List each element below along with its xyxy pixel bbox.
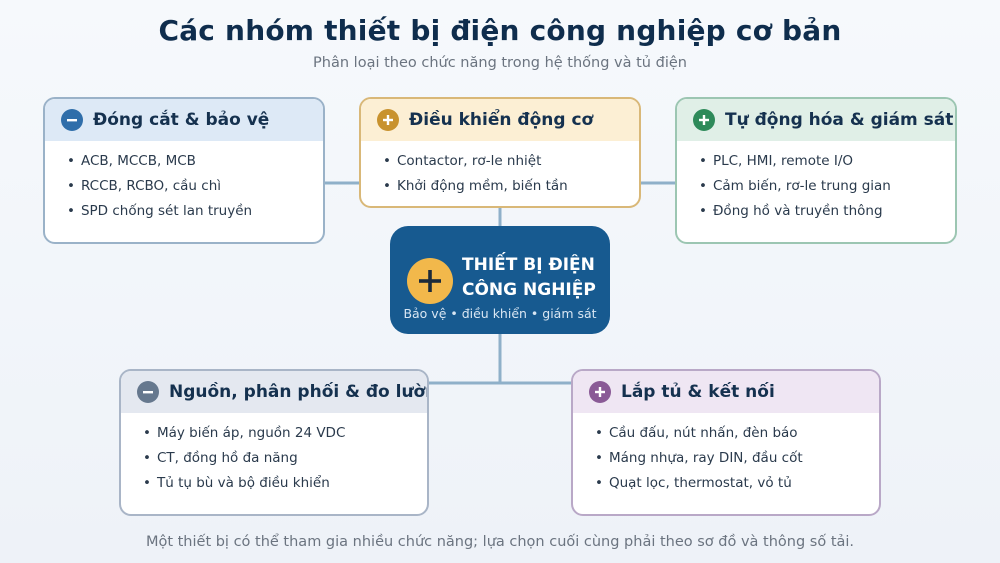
group-title: Tự động hóa & giám sát: [725, 110, 954, 130]
group-header: Đóng cắt & bảo vệ: [45, 99, 323, 141]
list-item: Tủ tụ bù và bộ điều khiển: [143, 471, 427, 496]
list-item: Khởi động mềm, biến tần: [383, 174, 639, 199]
list-item: Cầu đấu, nút nhấn, đèn báo: [595, 421, 879, 446]
footer-note: Một thiết bị có thể tham gia nhiều chức …: [145, 534, 855, 550]
list-item: Quạt lọc, thermostat, vỏ tủ: [595, 471, 879, 496]
minus-icon: [137, 381, 159, 403]
group-item-list: Contactor, rơ-le nhiệt Khởi động mềm, bi…: [361, 141, 639, 199]
page-title: Các nhóm thiết bị điện công nghiệp cơ bả…: [158, 14, 842, 47]
list-item: PLC, HMI, remote I/O: [699, 149, 955, 174]
group-header: Tự động hóa & giám sát: [677, 99, 955, 141]
plus-icon: [589, 381, 611, 403]
group-header: Lắp tủ & kết nối: [573, 371, 879, 413]
group-card-motor-control: Điều khiển động cơ Contactor, rơ-le nhiệ…: [359, 97, 641, 208]
plus-icon: [407, 258, 453, 304]
list-item: Contactor, rơ-le nhiệt: [383, 149, 639, 174]
list-item: Đồng hồ và truyền thông: [699, 199, 955, 224]
plus-icon: [377, 109, 399, 131]
group-title: Nguồn, phân phối & đo lường: [169, 382, 429, 402]
group-title: Lắp tủ & kết nối: [621, 382, 775, 402]
list-item: CT, đồng hồ đa năng: [143, 446, 427, 471]
group-title: Đóng cắt & bảo vệ: [93, 110, 270, 130]
list-item: Máng nhựa, ray DIN, đầu cốt: [595, 446, 879, 471]
plus-icon: [693, 109, 715, 131]
group-card-power-distribution: Nguồn, phân phối & đo lường Máy biến áp,…: [119, 369, 429, 516]
hub-title-line2: CÔNG NGHIỆP: [462, 280, 596, 300]
group-item-list: ACB, MCCB, MCB RCCB, RCBO, cầu chì SPD c…: [45, 141, 323, 224]
hub-title-line1: THIẾT BỊ ĐIỆN: [462, 255, 595, 275]
list-item: Máy biến áp, nguồn 24 VDC: [143, 421, 427, 446]
list-item: ACB, MCCB, MCB: [67, 149, 323, 174]
hub-caption: Bảo vệ • điều khiển • giám sát: [403, 306, 597, 321]
group-item-list: Máy biến áp, nguồn 24 VDC CT, đồng hồ đa…: [121, 413, 427, 496]
group-header: Điều khiển động cơ: [361, 99, 639, 141]
minus-icon: [61, 109, 83, 131]
group-title: Điều khiển động cơ: [409, 110, 594, 130]
group-header: Nguồn, phân phối & đo lường: [121, 371, 427, 413]
group-card-cabinet-assembly: Lắp tủ & kết nối Cầu đấu, nút nhấn, đèn …: [571, 369, 881, 516]
group-card-automation: Tự động hóa & giám sát PLC, HMI, remote …: [675, 97, 957, 244]
page-subtitle: Phân loại theo chức năng trong hệ thống …: [313, 55, 687, 71]
central-hub: THIẾT BỊ ĐIỆN CÔNG NGHIỆP Bảo vệ • điều …: [390, 226, 610, 334]
hub-title: THIẾT BỊ ĐIỆN CÔNG NGHIỆP: [462, 253, 610, 303]
list-item: SPD chống sét lan truyền: [67, 199, 323, 224]
group-item-list: PLC, HMI, remote I/O Cảm biến, rơ-le tru…: [677, 141, 955, 224]
list-item: Cảm biến, rơ-le trung gian: [699, 174, 955, 199]
list-item: RCCB, RCBO, cầu chì: [67, 174, 323, 199]
group-card-protection: Đóng cắt & bảo vệ ACB, MCCB, MCB RCCB, R…: [43, 97, 325, 244]
group-item-list: Cầu đấu, nút nhấn, đèn báo Máng nhựa, ra…: [573, 413, 879, 496]
